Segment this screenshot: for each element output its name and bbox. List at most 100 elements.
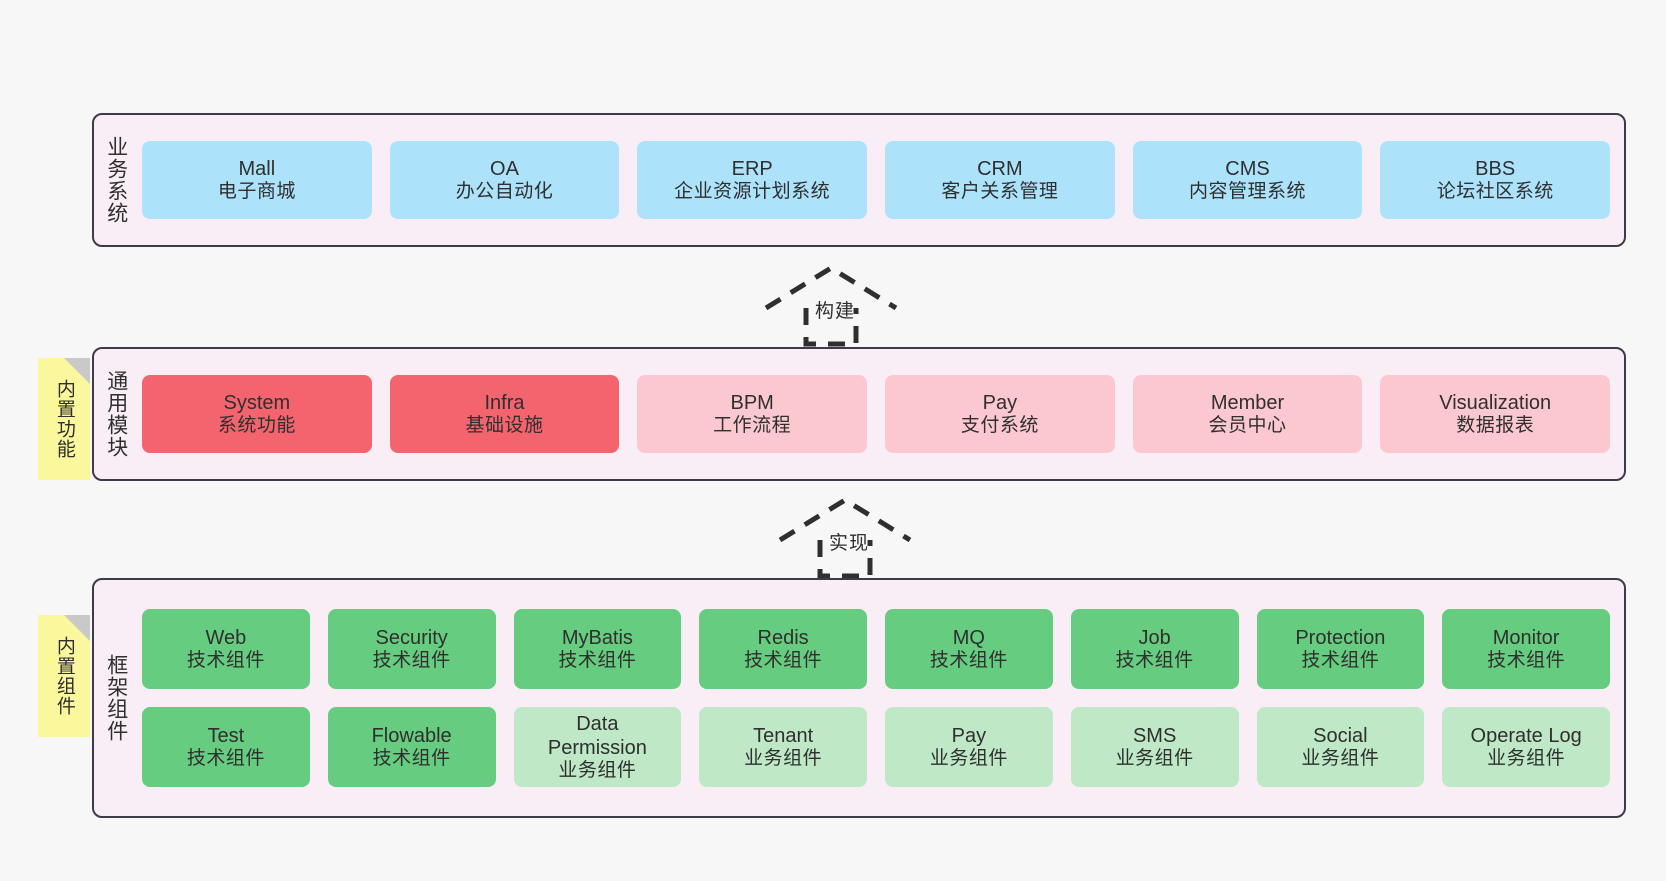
card-subtitle: 内容管理系统 bbox=[1189, 180, 1307, 202]
card-title: SMS bbox=[1132, 724, 1177, 747]
card-title: Flowable bbox=[371, 724, 452, 747]
card-title: CRM bbox=[977, 157, 1023, 180]
card-subtitle: 办公自动化 bbox=[455, 180, 554, 202]
card-title: Job bbox=[1138, 626, 1171, 649]
card-subtitle: 技术组件 bbox=[558, 649, 637, 671]
card-title: ERP bbox=[731, 157, 773, 180]
card-subtitle: 技术组件 bbox=[186, 649, 265, 671]
card-subtitle: 业务组件 bbox=[929, 747, 1008, 769]
section-label-framework-component: 框架组件 bbox=[104, 654, 128, 742]
card-title: BBS bbox=[1475, 157, 1516, 180]
card-title: MyBatis bbox=[561, 626, 633, 649]
card-title: Infra bbox=[484, 391, 525, 414]
card-subtitle: 业务组件 bbox=[744, 747, 823, 769]
card-title: Social bbox=[1313, 724, 1368, 747]
card-subtitle: 技术组件 bbox=[929, 649, 1008, 671]
card-title: CMS bbox=[1225, 157, 1270, 180]
card-title: System bbox=[223, 391, 291, 414]
card-subtitle: 技术组件 bbox=[1487, 649, 1566, 671]
section-label-common-module: 通用模块 bbox=[104, 370, 128, 458]
card-title: Member bbox=[1210, 391, 1285, 414]
card-title: Redis bbox=[757, 626, 809, 649]
card-title: OA bbox=[490, 157, 519, 180]
note-fold-corner-icon bbox=[64, 615, 90, 641]
card-title: Security bbox=[375, 626, 448, 649]
card-title: Pay bbox=[951, 724, 987, 747]
card-subtitle: 技术组件 bbox=[372, 649, 451, 671]
card-subtitle: 技术组件 bbox=[372, 747, 451, 769]
card-subtitle: 数据报表 bbox=[1456, 414, 1535, 436]
card-title: MQ bbox=[952, 626, 985, 649]
card-subtitle: 技术组件 bbox=[744, 649, 823, 671]
card-title: Mall bbox=[238, 157, 276, 180]
card-subtitle: 业务组件 bbox=[1487, 747, 1566, 769]
card-subtitle: 技术组件 bbox=[1301, 649, 1380, 671]
card-subtitle: 支付系统 bbox=[960, 414, 1039, 436]
connector-build-label: 构建 bbox=[815, 301, 856, 322]
note-fold-corner-icon bbox=[64, 358, 90, 384]
connector-implement-label: 实现 bbox=[829, 533, 870, 554]
connector-build-arrow bbox=[758, 262, 904, 348]
card-subtitle: 业务组件 bbox=[1301, 747, 1380, 769]
card-subtitle: 业务组件 bbox=[558, 759, 637, 781]
card-title: Visualization bbox=[1439, 391, 1552, 414]
card-subtitle: 系统功能 bbox=[217, 414, 296, 436]
card-title: BPM bbox=[730, 391, 774, 414]
card-title: Operate Log bbox=[1470, 724, 1582, 747]
card-title: Protection bbox=[1295, 626, 1386, 649]
card-subtitle: 业务组件 bbox=[1115, 747, 1194, 769]
section-label-business-system: 业务系统 bbox=[104, 136, 128, 224]
card-subtitle: 会员中心 bbox=[1208, 414, 1287, 436]
connector-implement-arrow bbox=[772, 494, 918, 580]
card-title: Web bbox=[205, 626, 247, 649]
card-subtitle: 论坛社区系统 bbox=[1436, 180, 1554, 202]
card-subtitle: 基础设施 bbox=[465, 414, 544, 436]
card-subtitle: 技术组件 bbox=[186, 747, 265, 769]
note-builtin-function-label: 内置功能 bbox=[53, 379, 75, 459]
card-subtitle: 电子商城 bbox=[217, 180, 296, 202]
card-title: Pay bbox=[982, 391, 1018, 414]
card-title: Monitor bbox=[1492, 626, 1560, 649]
note-builtin-function: 内置功能 bbox=[38, 358, 90, 480]
card-title: Data Permission bbox=[547, 712, 647, 759]
note-builtin-component: 内置组件 bbox=[38, 615, 90, 737]
card-subtitle: 客户关系管理 bbox=[941, 180, 1059, 202]
card-subtitle: 企业资源计划系统 bbox=[674, 180, 831, 202]
